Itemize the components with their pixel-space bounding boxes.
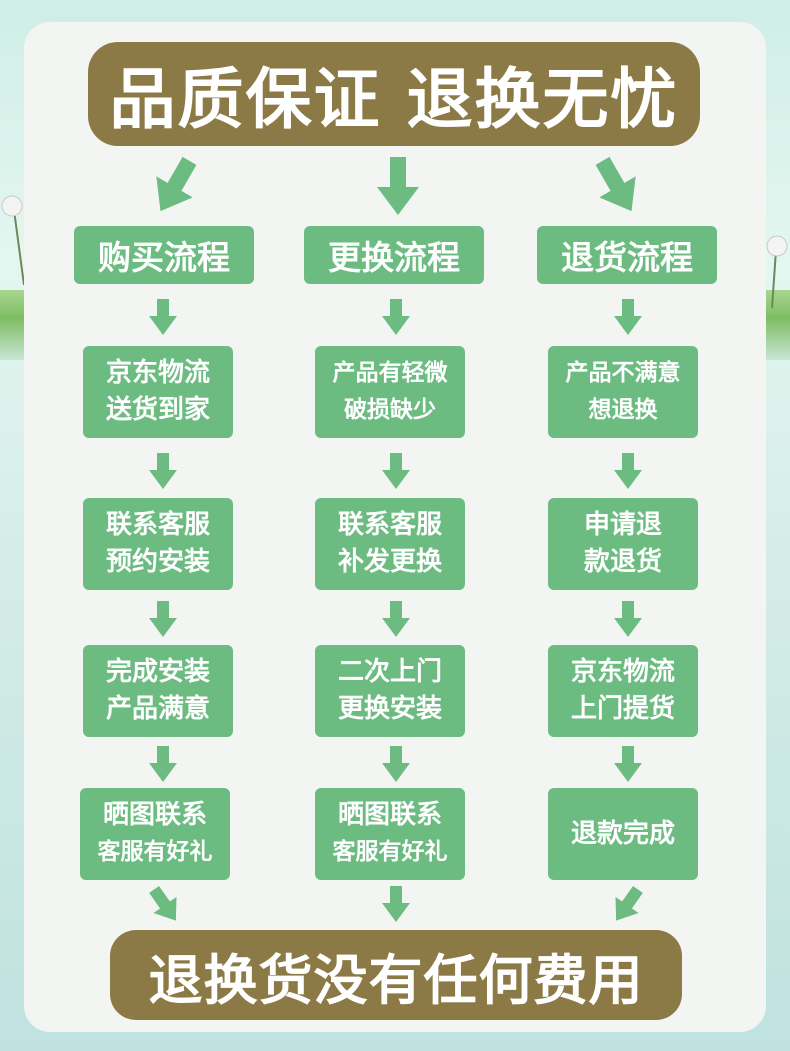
step-line: 客服有好礼 bbox=[332, 839, 448, 865]
dandelion-icon bbox=[1, 195, 25, 286]
step-line: 更换安装 bbox=[337, 694, 442, 724]
step-line: 晒图联系 bbox=[102, 800, 207, 830]
header-return-flow: 退货流程 bbox=[537, 226, 717, 284]
step-line: 京东物流 bbox=[105, 358, 210, 388]
header-exchange-flow: 更换流程 bbox=[304, 226, 484, 284]
step-line: 二次上门 bbox=[337, 657, 442, 687]
step-line: 预约安装 bbox=[105, 547, 210, 577]
step-line: 客服有好礼 bbox=[97, 839, 213, 865]
arrow-down-right-icon bbox=[149, 885, 177, 921]
arrow-down-icon bbox=[149, 601, 177, 637]
step-minor-damage: 产品有轻微 破损缺少 bbox=[315, 346, 465, 438]
step-refund-complete: 退款完成 bbox=[548, 788, 698, 880]
step-line: 上门提货 bbox=[570, 694, 675, 724]
arrow-down-icon bbox=[382, 601, 410, 637]
step-line: 联系客服 bbox=[337, 510, 442, 540]
arrow-down-icon bbox=[377, 157, 419, 215]
page-title: 品质保证 退换无忧 bbox=[88, 42, 700, 146]
arrow-down-icon bbox=[149, 453, 177, 489]
step-logistics-pickup: 京东物流 上门提货 bbox=[548, 645, 698, 737]
step-reissue-exchange: 联系客服 补发更换 bbox=[315, 498, 465, 590]
arrow-down-icon bbox=[382, 746, 410, 782]
arrow-down-icon bbox=[149, 746, 177, 782]
header-purchase-flow: 购买流程 bbox=[74, 226, 254, 284]
arrow-down-icon bbox=[382, 453, 410, 489]
arrow-down-icon bbox=[614, 746, 642, 782]
step-line: 产品不满意 bbox=[565, 360, 681, 386]
arrow-down-icon bbox=[614, 299, 642, 335]
step-line: 补发更换 bbox=[337, 547, 442, 577]
arrow-down-icon bbox=[382, 886, 410, 922]
footer-banner: 退换货没有任何费用 bbox=[110, 930, 682, 1020]
step-photo-gift: 晒图联系 客服有好礼 bbox=[315, 788, 465, 880]
step-install-complete: 完成安装 产品满意 bbox=[83, 645, 233, 737]
step-line: 申请退 bbox=[583, 510, 662, 540]
arrow-down-icon bbox=[614, 453, 642, 489]
step-line: 完成安装 bbox=[105, 657, 210, 687]
step-contact-service-install: 联系客服 预约安装 bbox=[83, 498, 233, 590]
step-logistics-delivery: 京东物流 送货到家 bbox=[83, 346, 233, 438]
arrow-down-right-icon bbox=[595, 156, 636, 212]
arrow-down-icon bbox=[382, 299, 410, 335]
arrow-down-left-icon bbox=[615, 885, 643, 921]
step-photo-gift: 晒图联系 客服有好礼 bbox=[80, 788, 230, 880]
step-line: 晒图联系 bbox=[337, 800, 442, 830]
step-second-visit: 二次上门 更换安装 bbox=[315, 645, 465, 737]
dandelion-icon bbox=[766, 235, 788, 309]
arrow-down-icon bbox=[149, 299, 177, 335]
step-line: 退款完成 bbox=[570, 818, 675, 849]
step-line: 产品有轻微 bbox=[332, 360, 448, 386]
step-line: 京东物流 bbox=[570, 657, 675, 687]
arrow-down-icon bbox=[614, 601, 642, 637]
step-line: 联系客服 bbox=[105, 510, 210, 540]
step-line: 款退货 bbox=[583, 547, 662, 577]
step-line: 破损缺少 bbox=[344, 397, 436, 423]
step-apply-refund: 申请退 款退货 bbox=[548, 498, 698, 590]
arrow-down-left-icon bbox=[156, 156, 197, 212]
step-line: 送货到家 bbox=[105, 395, 210, 425]
step-unsatisfied: 产品不满意 想退换 bbox=[548, 346, 698, 438]
step-line: 想退换 bbox=[588, 397, 658, 423]
step-line: 产品满意 bbox=[105, 694, 210, 724]
